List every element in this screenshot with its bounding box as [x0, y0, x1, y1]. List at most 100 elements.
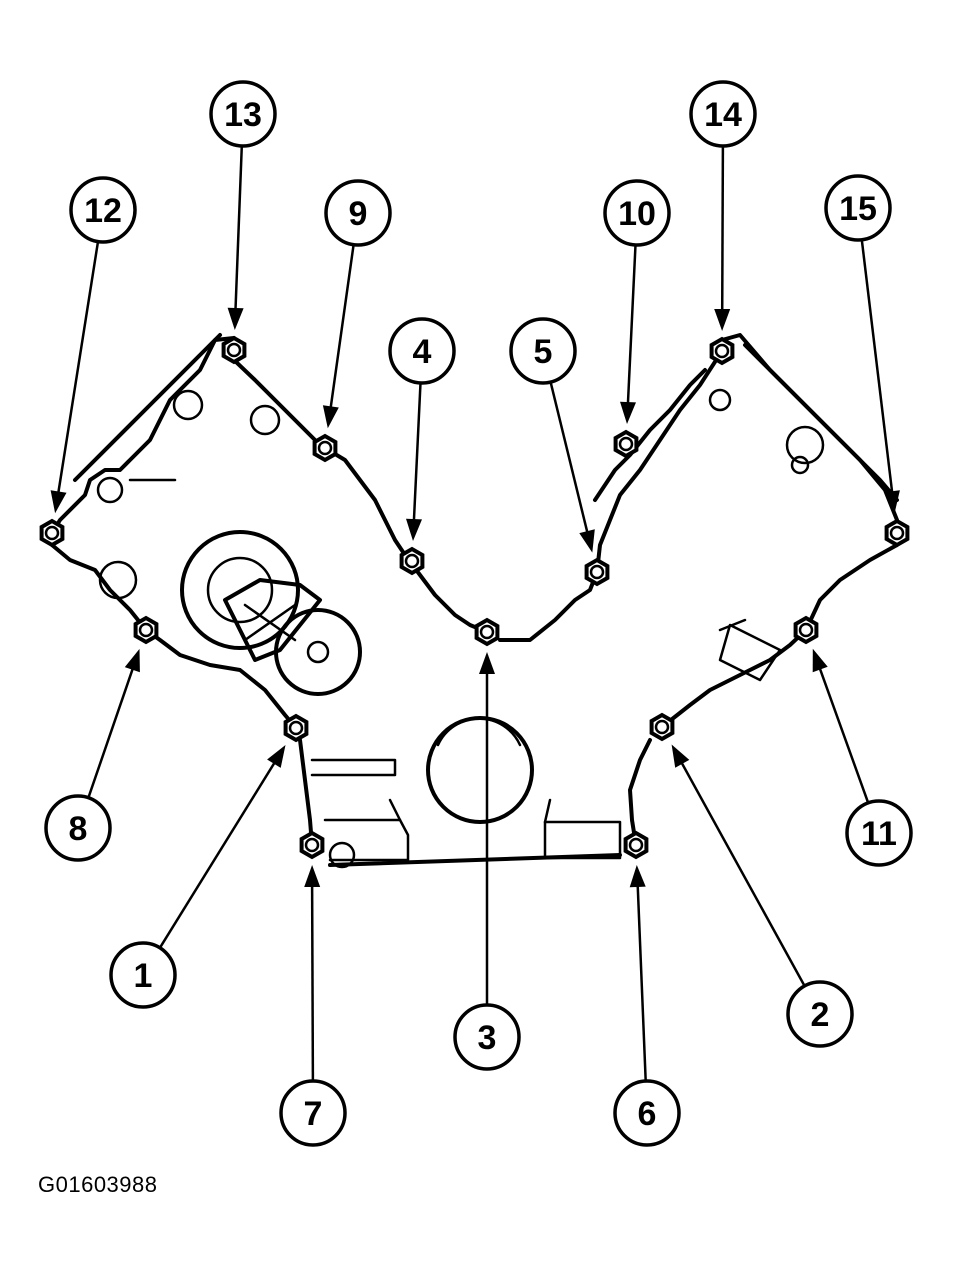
callout-12: 12: [69, 176, 137, 244]
bolt-core-12: [44, 525, 60, 541]
leader-line-12: [56, 241, 100, 496]
arrowhead-15: [884, 490, 900, 514]
callout-circle-14: [689, 80, 757, 148]
bolt-7: [299, 830, 325, 860]
bolt-core-15: [889, 525, 905, 541]
callout-circle-9: [324, 179, 392, 247]
callout-9: 9: [324, 179, 392, 247]
callout-circle-6: [613, 1079, 681, 1147]
callout-number-10: 10: [618, 195, 656, 233]
leader-line-5: [549, 381, 590, 536]
callout-circle-7: [279, 1079, 347, 1147]
callout-15: 15: [824, 174, 892, 242]
callout-circle-11: [845, 799, 913, 867]
bolt-15: [884, 518, 910, 548]
leader-line-2: [679, 759, 806, 987]
callout-11: 11: [845, 799, 913, 867]
callout-circle-8: [44, 794, 112, 862]
callout-number-7: 7: [304, 1095, 323, 1133]
callout-14: 14: [689, 80, 757, 148]
callout-circle-15: [824, 174, 892, 242]
arrowhead-11: [812, 648, 828, 673]
callout-number-1: 1: [134, 957, 153, 995]
callout-number-4: 4: [413, 333, 432, 371]
callout-number-11: 11: [861, 815, 897, 853]
arrowhead-13: [227, 307, 244, 330]
arrowhead-8: [124, 648, 140, 673]
callout-circle-2: [786, 980, 854, 1048]
callout-circle-1: [109, 941, 177, 1009]
bolt-markers: [39, 335, 910, 860]
arrowhead-12: [50, 490, 67, 514]
callout-13: 13: [209, 80, 277, 148]
bolt-core-9: [317, 440, 333, 456]
leader-line-8: [87, 665, 135, 799]
leader-lines: [50, 145, 900, 1082]
leader-line-9: [329, 244, 355, 411]
callout-circle-10: [603, 179, 671, 247]
bolt-core-3: [479, 624, 495, 640]
callout-number-5: 5: [534, 333, 553, 371]
leader-line-13: [234, 145, 244, 313]
bolt-2: [649, 712, 675, 742]
callout-2: 2: [786, 980, 854, 1048]
bolt-11: [793, 615, 819, 645]
bolt-6: [623, 830, 649, 860]
bolt-core-8: [138, 622, 154, 638]
arrowhead-1: [267, 745, 286, 768]
callout-number-13: 13: [224, 96, 262, 134]
bolt-core-4: [404, 553, 420, 569]
bolt-1: [283, 713, 309, 743]
bolt-8: [133, 615, 159, 645]
arrowhead-7: [304, 865, 321, 887]
callout-number-14: 14: [704, 96, 742, 134]
callout-circle-4: [388, 317, 456, 385]
figure-code: G01603988: [38, 1172, 158, 1197]
arrowhead-6: [629, 865, 646, 888]
arrowhead-9: [322, 405, 339, 429]
leader-line-4: [412, 382, 422, 524]
bolt-core-2: [654, 719, 670, 735]
callout-number-15: 15: [839, 190, 877, 228]
leader-line-7: [310, 882, 315, 1082]
callout-circle-3: [453, 1003, 521, 1071]
callout-1: 1: [109, 941, 177, 1009]
timing-cover-outline: [50, 333, 899, 869]
callout-number-2: 2: [811, 996, 830, 1034]
bolt-12: [39, 518, 65, 548]
callout-7: 7: [279, 1079, 347, 1147]
callout-3: 3: [453, 1003, 521, 1071]
callout-circle-13: [209, 80, 277, 148]
bolt-core-1: [288, 720, 304, 736]
callout-5: 5: [509, 317, 577, 385]
callout-10: 10: [603, 179, 671, 247]
leader-line-6: [636, 882, 647, 1082]
callout-number-12: 12: [84, 192, 122, 230]
arrowhead-5: [579, 529, 595, 553]
callout-number-9: 9: [349, 195, 368, 233]
leader-line-15: [860, 239, 894, 496]
callout-8: 8: [44, 794, 112, 862]
arrowhead-3: [479, 652, 495, 674]
callout-4: 4: [388, 317, 456, 385]
callout-number-8: 8: [69, 810, 88, 848]
bolt-3: [474, 617, 500, 647]
leader-line-14: [720, 145, 725, 314]
callout-number-6: 6: [638, 1095, 657, 1133]
bolt-10: [613, 429, 639, 459]
bolt-14: [709, 336, 735, 366]
bolt-9: [312, 433, 338, 463]
leader-line-10: [626, 244, 637, 407]
bolt-4: [399, 546, 425, 576]
bolt-core-14: [714, 343, 730, 359]
bolt-core-5: [589, 564, 605, 580]
leader-line-11: [817, 665, 870, 804]
arrowhead-10: [620, 401, 636, 424]
arrowhead-14: [714, 309, 731, 331]
leader-line-1: [158, 759, 278, 949]
callout-number-3: 3: [478, 1019, 497, 1057]
arrowhead-2: [671, 744, 690, 768]
callout-circle-12: [69, 176, 137, 244]
